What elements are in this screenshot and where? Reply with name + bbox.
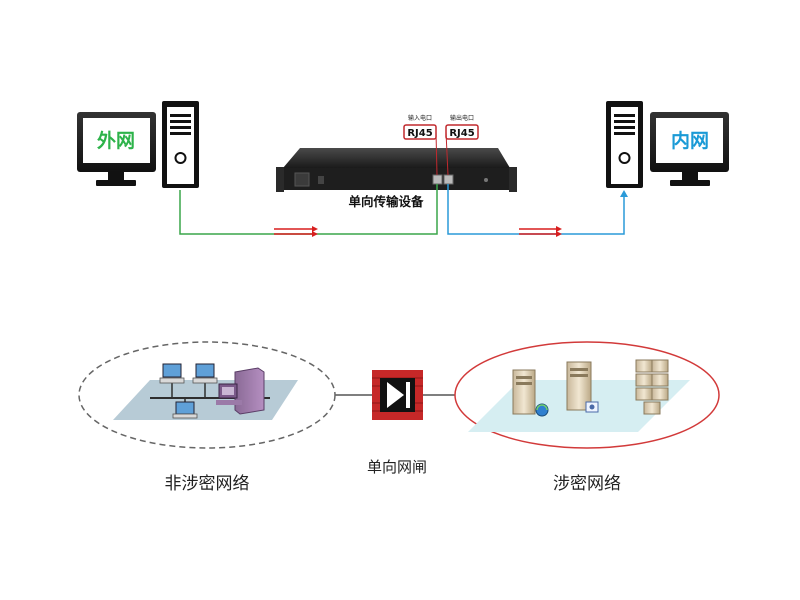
output-port-leader xyxy=(445,131,449,176)
desktop-pc-icon xyxy=(159,363,185,384)
inner-link-line xyxy=(447,184,625,235)
lan-illustration xyxy=(113,363,298,420)
inner-link-arrowhead xyxy=(620,190,628,197)
outer-monitor-icon xyxy=(77,112,156,186)
output-port-caption: 输出电口 xyxy=(450,114,474,122)
input-port-type: RJ45 xyxy=(407,128,432,139)
device-label: 单向传输设备 xyxy=(348,194,424,209)
inner-computer xyxy=(606,101,729,188)
workstation-tower-icon xyxy=(216,367,265,415)
output-port-type: RJ45 xyxy=(449,128,474,139)
desktop-pc-icon xyxy=(172,401,198,419)
input-port-caption: 输入电口 xyxy=(408,114,432,122)
one-way-transfer-device xyxy=(276,148,517,192)
input-port-badge: RJ45 xyxy=(403,124,437,140)
gateway-label: 单向网闸 xyxy=(367,458,427,476)
inner-network-label: 内网 xyxy=(671,129,709,152)
outer-network-label: 外网 xyxy=(97,129,135,152)
right-network-label: 涉密网络 xyxy=(553,474,621,494)
one-way-gateway-icon xyxy=(372,370,423,420)
server-icon xyxy=(566,361,599,413)
inner-tower-icon xyxy=(606,101,643,188)
desktop-pc-icon xyxy=(192,363,218,384)
left-direction-arrows xyxy=(274,226,318,237)
server-illustration xyxy=(468,359,690,432)
output-port-badge: RJ45 xyxy=(445,124,479,140)
server-icon xyxy=(512,369,549,417)
inner-monitor-icon xyxy=(650,112,729,186)
outer-computer xyxy=(77,101,199,188)
outer-tower-icon xyxy=(162,101,199,188)
outer-link-line xyxy=(179,184,438,235)
input-port-leader xyxy=(435,131,438,176)
left-network-label: 非涉密网络 xyxy=(165,474,250,494)
right-direction-arrows xyxy=(519,226,562,237)
server-rack-icon xyxy=(635,359,669,415)
